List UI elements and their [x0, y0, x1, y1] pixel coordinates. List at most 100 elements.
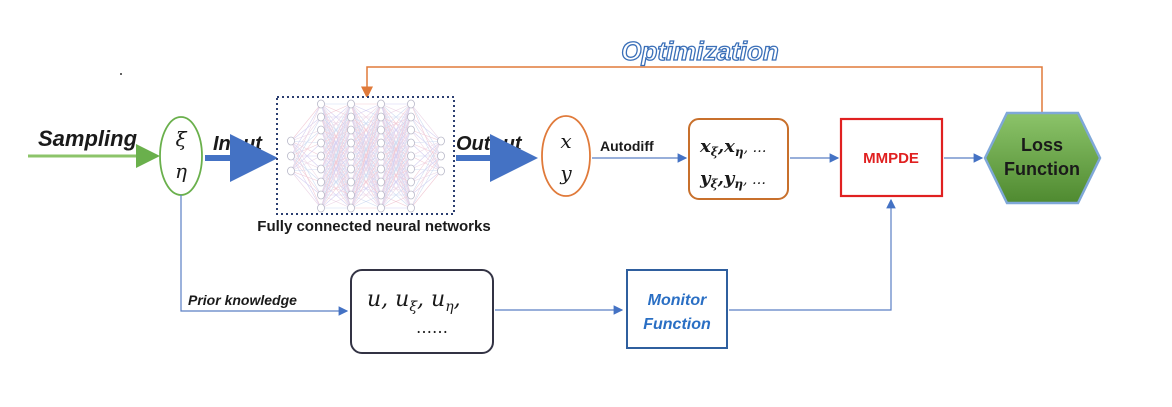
nn-neuron — [347, 151, 355, 161]
nn-connection-line — [380, 129, 412, 183]
nn-connection-line — [350, 129, 382, 144]
nn-connection-line — [350, 168, 382, 183]
nn-neuron — [377, 151, 385, 161]
nn-connection-line — [320, 129, 352, 170]
nn-connection-line — [320, 103, 352, 157]
nn-connection-line — [350, 142, 382, 170]
nn-connection-line — [290, 140, 322, 209]
nn-connection-line — [320, 116, 352, 144]
nn-connection-line — [320, 116, 352, 157]
nn-connection-line — [380, 194, 412, 209]
nn-connection-line — [350, 103, 382, 170]
nn-connection-line — [320, 103, 352, 131]
nn-connection-line — [380, 129, 412, 209]
nn-neuron — [377, 112, 385, 122]
nn-connection-line — [410, 168, 442, 172]
nn-connection-line — [350, 155, 382, 196]
nn-connection-line — [320, 142, 352, 157]
nn-connection-line — [350, 142, 382, 157]
nn-connection-line — [380, 103, 412, 118]
nn-connection-line — [380, 129, 412, 144]
nn-connection-line — [350, 129, 382, 183]
nn-neuron — [377, 190, 385, 200]
nn-connection-line — [350, 142, 382, 170]
nn-connection-line — [380, 116, 412, 157]
nn-neuron — [347, 112, 355, 122]
nn-connection-line — [320, 116, 352, 131]
nn-connection-line — [290, 116, 322, 157]
optimization-label: Optimization — [621, 36, 778, 66]
nn-connection-line — [380, 142, 412, 183]
nn-neuron — [347, 125, 355, 135]
nn-neuron — [377, 99, 385, 109]
input-label: Input — [213, 133, 263, 155]
nn-connection-line — [290, 129, 322, 172]
nn-connection-line — [350, 155, 382, 170]
sampling-label: Sampling — [38, 126, 138, 151]
nn-connection-line — [320, 181, 352, 196]
nn-connection-line — [410, 140, 442, 144]
nn-neuron — [437, 136, 445, 146]
nn-connection-line — [350, 129, 382, 170]
nn-connection-line — [380, 155, 412, 183]
nn-connection-line — [350, 116, 382, 209]
nn-connection-line — [380, 116, 412, 209]
nn-connection-line — [380, 103, 412, 209]
nn-connection-line — [380, 103, 412, 144]
nn-connection-line — [320, 168, 352, 209]
nn-connection-line — [320, 116, 352, 183]
nn-connection-line — [320, 142, 352, 170]
nn-connection-line — [410, 140, 442, 196]
nn-connection-line — [380, 116, 412, 183]
u-line2: …… — [416, 318, 448, 337]
nn-connection-line — [320, 129, 352, 157]
fcnn-caption: Fully connected neural networks — [257, 218, 490, 235]
nn-connection-line — [320, 168, 352, 196]
nn-connection-line — [380, 181, 412, 209]
nn-connection-line — [290, 140, 322, 170]
nn-connection-line — [410, 103, 442, 157]
xi-label: ξ — [175, 127, 187, 151]
nn-connection-line — [410, 155, 442, 209]
monitor-to-mmpde-arrow — [729, 198, 896, 311]
nn-connection-line — [320, 116, 352, 131]
nn-connection-line — [380, 168, 412, 183]
nn-connection-line — [290, 155, 322, 172]
nn-connection-line — [380, 116, 412, 131]
nn-connection-line — [350, 103, 382, 118]
derivatives-box — [688, 118, 789, 200]
nn-connection-line — [320, 155, 352, 196]
nn-connection-line — [350, 103, 382, 209]
dy-sub-xi: ξ — [710, 177, 718, 191]
nn-connection-line — [380, 116, 412, 196]
nn-neuron — [407, 190, 415, 200]
nn-connection-line — [380, 181, 412, 209]
nn-dotted-box — [276, 96, 455, 215]
nn-connection-line — [350, 155, 382, 196]
nn-connection-line — [320, 116, 352, 209]
u-node: u, uξ, uη, …… — [350, 269, 494, 354]
nn-connection-line — [320, 155, 352, 209]
nn-connection-line — [320, 142, 352, 209]
nn-neuron — [407, 125, 415, 135]
nn-neuron — [347, 164, 355, 174]
nn-connections — [290, 103, 442, 209]
nn-connection-line — [350, 129, 382, 157]
nn-connection-line — [380, 155, 412, 170]
nn-connection-line — [350, 181, 382, 209]
nn-connection-line — [320, 168, 352, 196]
nn-connection-line — [410, 116, 442, 157]
nn-connection-line — [320, 129, 352, 183]
nn-connection-line — [320, 142, 352, 209]
nn-connection-line — [380, 103, 412, 157]
nn-connection-line — [320, 103, 352, 209]
nn-connection-line — [350, 116, 382, 209]
nn-connection-line — [320, 181, 352, 209]
u-line1: u, uξ, uη, — [367, 287, 461, 315]
nn-connection-line — [350, 129, 382, 209]
nn-connection-line — [380, 155, 412, 209]
nn-connection-line — [380, 116, 412, 170]
nn-connection-line — [350, 168, 382, 209]
nn-connection-line — [380, 103, 412, 131]
